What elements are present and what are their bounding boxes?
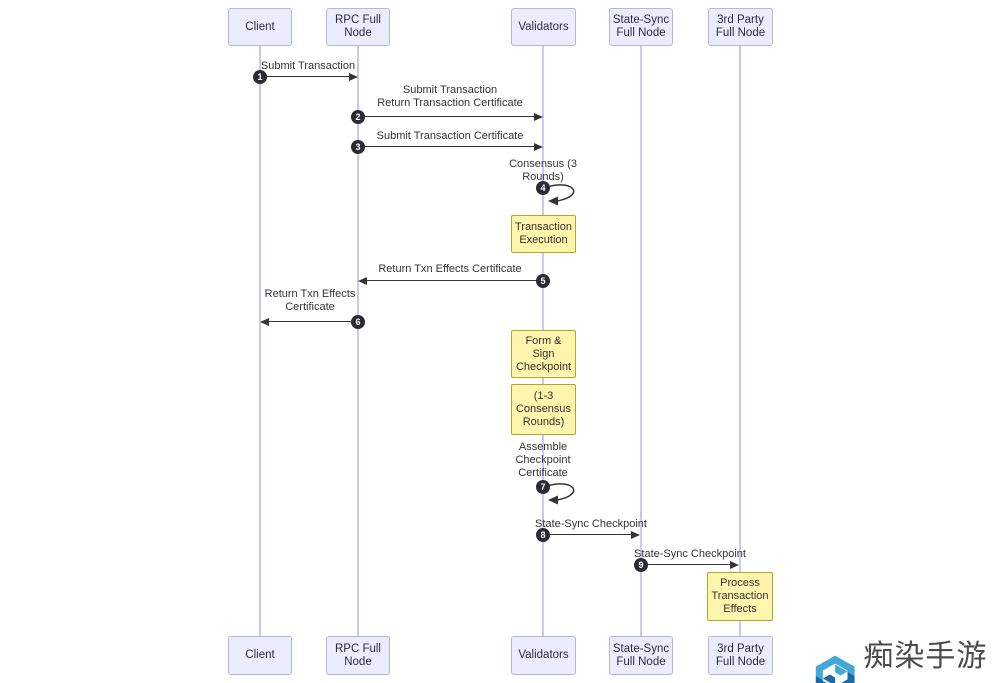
arrowhead-right-icon bbox=[730, 560, 739, 569]
arrowhead-right-icon bbox=[349, 72, 358, 81]
message-label: Return Txn Effects Certificate bbox=[264, 288, 356, 313]
message-label: Submit Transaction Return Transaction Ce… bbox=[377, 84, 523, 109]
message-label: Submit Transaction bbox=[260, 60, 356, 72]
message-label: State-Sync Checkpoint bbox=[634, 548, 746, 560]
arrowhead-right-icon bbox=[534, 142, 543, 151]
message-arrow-line bbox=[269, 321, 358, 322]
lifeline-client bbox=[259, 46, 261, 636]
actor-bottom-thirdparty: 3rd Party Full Node bbox=[708, 636, 773, 675]
message-arrow-line bbox=[358, 146, 535, 147]
seq-number-badge: 9 bbox=[634, 558, 648, 572]
message-arrow-line bbox=[543, 534, 632, 535]
arrowhead-left-icon bbox=[358, 276, 367, 285]
message-label: Assemble Checkpoint Certificate bbox=[515, 441, 571, 479]
actor-top-client: Client bbox=[228, 8, 292, 46]
seq-number-badge: 8 bbox=[536, 528, 550, 542]
self-loop-arrow-icon bbox=[546, 184, 575, 206]
arrowhead-left-icon bbox=[260, 317, 269, 326]
seq-number-badge: 2 bbox=[351, 110, 365, 124]
note-form-sign-checkpoint: Form & Sign Checkpoint bbox=[511, 330, 576, 378]
actor-top-statesync: State-Sync Full Node bbox=[609, 8, 673, 46]
interlocked-hexagon-logo-icon bbox=[815, 655, 855, 683]
note-transaction-execution: Transaction Execution bbox=[511, 215, 576, 253]
message-label: Return Txn Effects Certificate bbox=[378, 263, 522, 275]
watermark-site-name: 痴染手游网 bbox=[863, 640, 988, 673]
note-consensus-rounds: (1-3 Consensus Rounds) bbox=[511, 384, 576, 435]
lifeline-thirdparty bbox=[739, 46, 741, 636]
actor-bottom-rpc: RPC Full Node bbox=[326, 636, 390, 675]
seq-number-badge: 3 bbox=[351, 140, 365, 154]
message-arrow-line bbox=[260, 76, 350, 77]
lifeline-rpc bbox=[357, 46, 359, 636]
actor-bottom-validators: Validators bbox=[511, 636, 576, 675]
message-arrow-line bbox=[358, 116, 535, 117]
actor-top-thirdparty: 3rd Party Full Node bbox=[708, 8, 773, 46]
arrowhead-right-icon bbox=[534, 112, 543, 121]
seq-number-badge: 4 bbox=[536, 181, 550, 195]
note-process-transaction-effects: Process Transaction Effects bbox=[707, 572, 773, 621]
self-loop-arrow-icon bbox=[546, 483, 575, 505]
message-arrow-line bbox=[641, 564, 731, 565]
seq-number-badge: 1 bbox=[253, 70, 267, 84]
seq-number-badge: 5 bbox=[536, 274, 550, 288]
lifeline-statesync bbox=[640, 46, 642, 636]
actor-top-rpc: RPC Full Node bbox=[326, 8, 390, 46]
seq-number-badge: 6 bbox=[351, 315, 365, 329]
actor-bottom-client: Client bbox=[228, 636, 292, 675]
message-arrow-line bbox=[367, 280, 543, 281]
actor-top-validators: Validators bbox=[511, 8, 576, 46]
message-label: Submit Transaction Certificate bbox=[376, 130, 524, 142]
message-label: Consensus (3 Rounds) bbox=[509, 158, 577, 183]
seq-number-badge: 7 bbox=[536, 480, 550, 494]
watermark: 痴染手游网 bbox=[814, 631, 1000, 683]
arrowhead-right-icon bbox=[631, 530, 640, 539]
actor-bottom-statesync: State-Sync Full Node bbox=[609, 636, 673, 675]
message-label: State-Sync Checkpoint bbox=[535, 518, 647, 530]
